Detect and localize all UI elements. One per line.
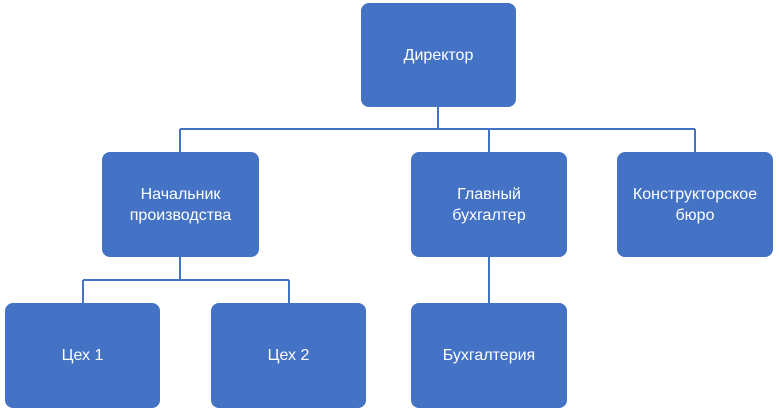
node-accounting-label: Бухгалтерия: [442, 347, 536, 364]
node-accounting: Бухгалтерия: [411, 303, 567, 408]
node-design-bureau-label: Конструкторское бюро: [632, 185, 758, 224]
node-director: Директор: [361, 3, 516, 107]
node-shop-1: Цех 1: [5, 303, 160, 408]
node-shop-1-label: Цех 1: [61, 347, 104, 364]
node-shop-2-label: Цех 2: [267, 347, 310, 364]
node-production-head: Начальник производства: [102, 152, 259, 257]
node-design-bureau: Конструкторское бюро: [617, 152, 773, 257]
node-production-head-label: Начальник производства: [129, 185, 232, 224]
node-director-label: Директор: [403, 46, 474, 64]
node-shop-2: Цех 2: [211, 303, 366, 408]
node-chief-accountant-label: Главный бухгалтер: [452, 185, 526, 224]
node-chief-accountant: Главный бухгалтер: [411, 152, 567, 257]
